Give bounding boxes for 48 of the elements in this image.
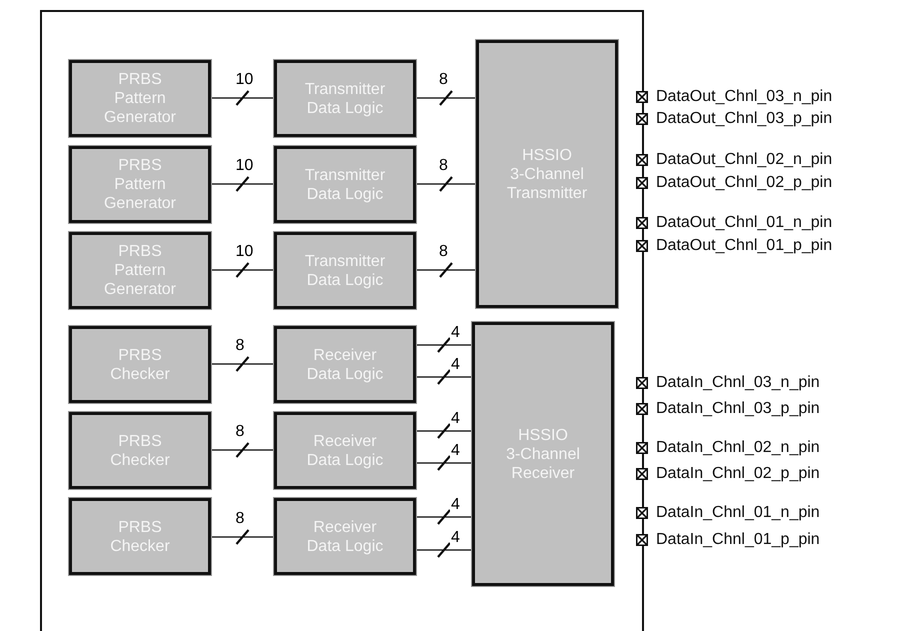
bus-line — [211, 449, 274, 451]
pin-label: DataIn_Chnl_01_p_pin — [656, 531, 820, 549]
bus-line — [416, 376, 472, 378]
bus-line — [211, 97, 274, 99]
bus-line — [416, 430, 472, 432]
pin-label: DataOut_Chnl_01_p_pin — [656, 237, 832, 255]
pin-label: DataIn_Chnl_01_n_pin — [656, 504, 820, 522]
pin-label: DataIn_Chnl_03_n_pin — [656, 374, 820, 392]
pin-label: DataOut_Chnl_02_p_pin — [656, 174, 832, 192]
pin-label: DataIn_Chnl_02_n_pin — [656, 439, 820, 457]
bus-line — [211, 269, 274, 271]
block-box — [274, 146, 416, 223]
block-box — [274, 498, 416, 575]
bus-line — [211, 536, 274, 538]
pin-label: DataOut_Chnl_02_n_pin — [656, 151, 832, 169]
edge-label: 4 — [450, 411, 461, 427]
bus-line — [211, 363, 274, 365]
bus-line — [416, 269, 476, 271]
pin-label: DataOut_Chnl_03_p_pin — [656, 110, 832, 128]
block-box — [274, 232, 416, 309]
edge-label: 4 — [450, 357, 461, 373]
edge-label: 4 — [450, 325, 461, 341]
block-box — [476, 40, 618, 308]
block-box — [274, 412, 416, 489]
edge-label: 4 — [450, 443, 461, 459]
pin-label: DataOut_Chnl_03_n_pin — [656, 88, 832, 106]
edge-label: 4 — [450, 530, 461, 546]
block-box — [274, 60, 416, 137]
bus-line — [416, 97, 476, 99]
edge-label: 4 — [450, 497, 461, 513]
block-box — [69, 498, 211, 575]
pin-label: DataIn_Chnl_03_p_pin — [656, 400, 820, 418]
block-box — [472, 322, 614, 586]
pin-label: DataIn_Chnl_02_p_pin — [656, 465, 820, 483]
pin-label: DataOut_Chnl_01_n_pin — [656, 214, 832, 232]
bus-line — [211, 183, 274, 185]
bus-line — [416, 183, 476, 185]
chip-boundary — [40, 10, 644, 631]
block-box — [69, 60, 211, 137]
block-box — [69, 146, 211, 223]
bus-line — [416, 549, 472, 551]
bus-line — [416, 516, 472, 518]
bus-line — [416, 462, 472, 464]
block-box — [69, 326, 211, 403]
block-box — [274, 326, 416, 403]
block-box — [69, 232, 211, 309]
block-box — [69, 412, 211, 489]
bus-line — [416, 344, 472, 346]
